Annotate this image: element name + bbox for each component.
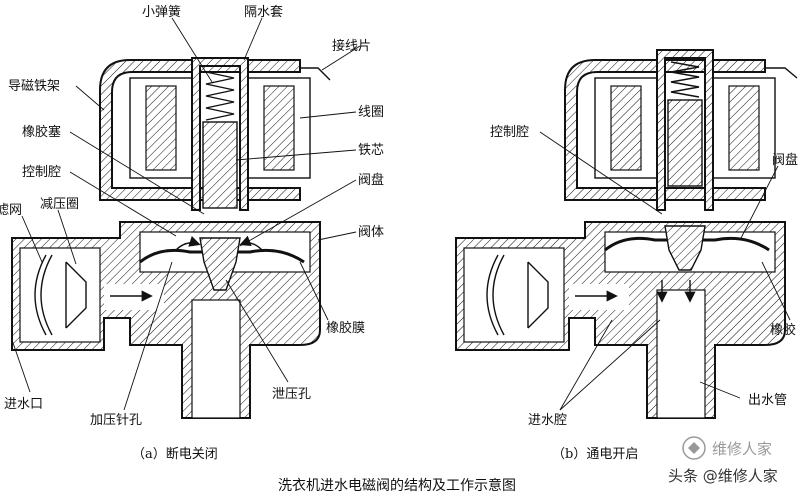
left-isolation-sleeve <box>191 57 249 211</box>
label-terminal: 接线片 <box>332 38 371 54</box>
label-coil: 线圈 <box>358 105 384 120</box>
label-pressure-pin-hole: 加压针孔 <box>90 413 142 428</box>
label-valve-disc: 阀盘 <box>358 172 384 188</box>
label-valve-body: 阀体 <box>358 225 384 240</box>
label-magnetic-frame: 导磁铁架 <box>8 79 60 94</box>
label-isolation-sleeve: 隔水套 <box>244 4 283 20</box>
label-filter: 滤网 <box>0 203 22 218</box>
caption-left: （a）断电关闭 <box>132 447 218 462</box>
label-outlet-pipe: 出水管 <box>748 393 787 408</box>
watermark-logo: 维修人家 <box>682 436 772 460</box>
left-labels: 小弹簧 隔水套 接线片 导磁铁架 线圈 橡胶塞 铁芯 控制腔 阀盘 滤网 减压圈… <box>0 4 384 428</box>
label-rubber-right: 橡胶 <box>770 322 796 338</box>
label-inlet: 进水口 <box>4 397 43 412</box>
label-pressure-ring: 减压圈 <box>40 197 79 212</box>
label-inlet-chamber: 进水腔 <box>528 413 567 428</box>
label-valve-disc-right: 阀盘 <box>772 152 798 168</box>
right-isolation-sleeve <box>656 49 714 211</box>
label-relief-hole: 泄压孔 <box>272 387 311 402</box>
figure-title: 洗衣机进水电磁阀的结构及工作示意图 <box>278 477 516 494</box>
right-small-spring <box>670 61 700 98</box>
left-terminal <box>300 67 331 81</box>
label-rubber-plug: 橡胶塞 <box>22 124 61 140</box>
label-iron-core: 铁芯 <box>358 143 384 158</box>
right-leader-lines <box>539 131 791 411</box>
right-filter <box>486 254 499 336</box>
right-valve-disc <box>664 225 706 271</box>
label-control-chamber: 控制腔 <box>22 165 61 180</box>
left-magnetic-frame <box>99 59 301 201</box>
left-leader-lines <box>11 17 361 411</box>
right-valve-drawing <box>455 49 798 419</box>
right-iron-core <box>667 99 703 187</box>
right-pressure-ring <box>527 261 549 329</box>
left-small-spring <box>205 71 235 121</box>
watermark-faint-text: 维修人家 <box>712 440 772 458</box>
right-terminal <box>765 67 798 79</box>
right-magnetic-frame <box>564 59 766 201</box>
label-rubber-membrane: 橡胶膜 <box>326 320 365 336</box>
left-pressure-ring <box>65 261 87 329</box>
left-filter <box>34 254 47 336</box>
label-control-chamber-right: 控制腔 <box>490 125 529 140</box>
watermark-text: 头条 @维修人家 <box>668 467 778 485</box>
left-iron-core <box>202 121 238 209</box>
label-small-spring: 小弹簧 <box>142 4 181 20</box>
caption-right: （b）通电开启 <box>552 447 638 462</box>
left-valve-drawing <box>11 57 331 419</box>
right-labels: 控制腔 阀盘 橡胶 进水腔 出水管 <box>490 125 798 428</box>
